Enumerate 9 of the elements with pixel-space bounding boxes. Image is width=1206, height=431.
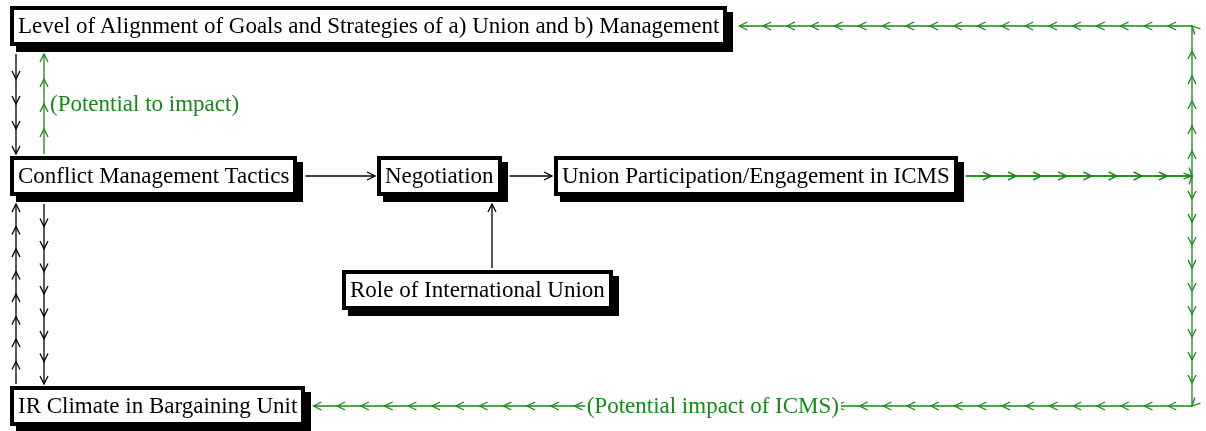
arrow (487, 203, 497, 269)
arrow (304, 171, 376, 181)
arrow (11, 203, 21, 385)
arrow (39, 53, 49, 155)
arrow (11, 53, 21, 155)
edge-label: (Potential to impact) (49, 90, 241, 118)
arrow (738, 21, 1201, 185)
arrow (508, 171, 553, 181)
arrow (39, 203, 49, 385)
